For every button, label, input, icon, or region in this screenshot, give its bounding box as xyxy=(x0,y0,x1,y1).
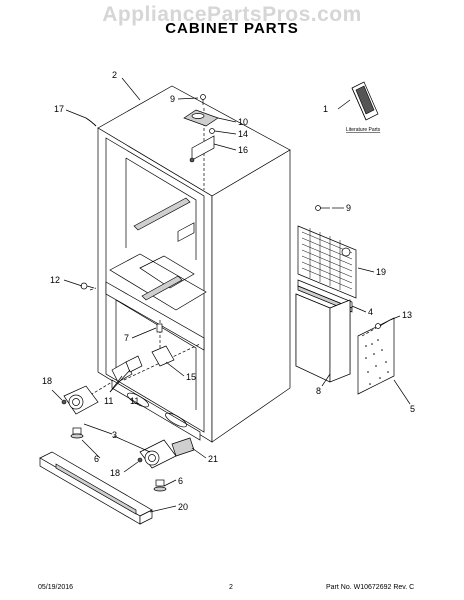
power-cord-clip xyxy=(85,117,97,127)
callout-5: 5 xyxy=(410,404,415,414)
page-title: CABINET PARTS xyxy=(165,20,299,37)
side-screw xyxy=(80,282,95,290)
callout-20: 20 xyxy=(178,502,188,512)
leveling-leg-left xyxy=(70,427,84,439)
literature-booklet xyxy=(351,81,379,121)
rear-cover-panel xyxy=(295,293,351,383)
callout-3: 3 xyxy=(112,430,117,440)
base-grille xyxy=(39,451,153,525)
literature-caption: Literature Parts xyxy=(346,127,381,133)
callout-11-right: 11 xyxy=(130,396,139,406)
callout-14: 14 xyxy=(238,129,248,139)
callout-labels: 2 9 10 14 16 17 1 9 19 4 13 5 8 12 7 15 … xyxy=(42,70,415,512)
callout-9-top: 9 xyxy=(170,94,175,104)
callout-7: 7 xyxy=(124,333,129,343)
top-hinge-assembly xyxy=(183,94,219,163)
lower-hinge-assembly xyxy=(111,323,175,383)
leveling-roller-right xyxy=(137,437,195,469)
callout-8: 8 xyxy=(316,386,321,396)
callout-13: 13 xyxy=(402,310,412,320)
leveling-roller-left xyxy=(61,385,99,415)
leveling-leg-right xyxy=(153,479,167,492)
callout-18-left: 18 xyxy=(42,376,52,386)
watermark-text: AppliancePartsPros.com xyxy=(102,3,362,26)
callout-9-rear: 9 xyxy=(346,203,351,213)
callout-4: 4 xyxy=(368,307,373,317)
compressor-cover xyxy=(357,317,395,395)
callout-11-left: 11 xyxy=(104,396,113,406)
callout-18-right: 18 xyxy=(110,468,120,478)
leader-lines xyxy=(51,77,411,513)
footer-date: 05/19/2016 xyxy=(38,584,74,591)
callout-17: 17 xyxy=(54,104,64,114)
callout-1: 1 xyxy=(323,104,328,114)
callout-12: 12 xyxy=(50,275,60,285)
footer-page-number: 2 xyxy=(229,584,233,591)
rear-access-cover xyxy=(297,205,357,299)
callout-21: 21 xyxy=(208,454,218,464)
footer-part-number: Part No. W10672692 Rev. C xyxy=(326,584,415,591)
callout-16: 16 xyxy=(238,145,248,155)
callout-6-left: 6 xyxy=(94,454,99,464)
callout-6-right: 6 xyxy=(178,476,183,486)
callout-19: 19 xyxy=(376,267,386,277)
callout-15: 15 xyxy=(186,372,196,382)
callout-10: 10 xyxy=(238,117,248,127)
callout-2: 2 xyxy=(112,70,117,80)
